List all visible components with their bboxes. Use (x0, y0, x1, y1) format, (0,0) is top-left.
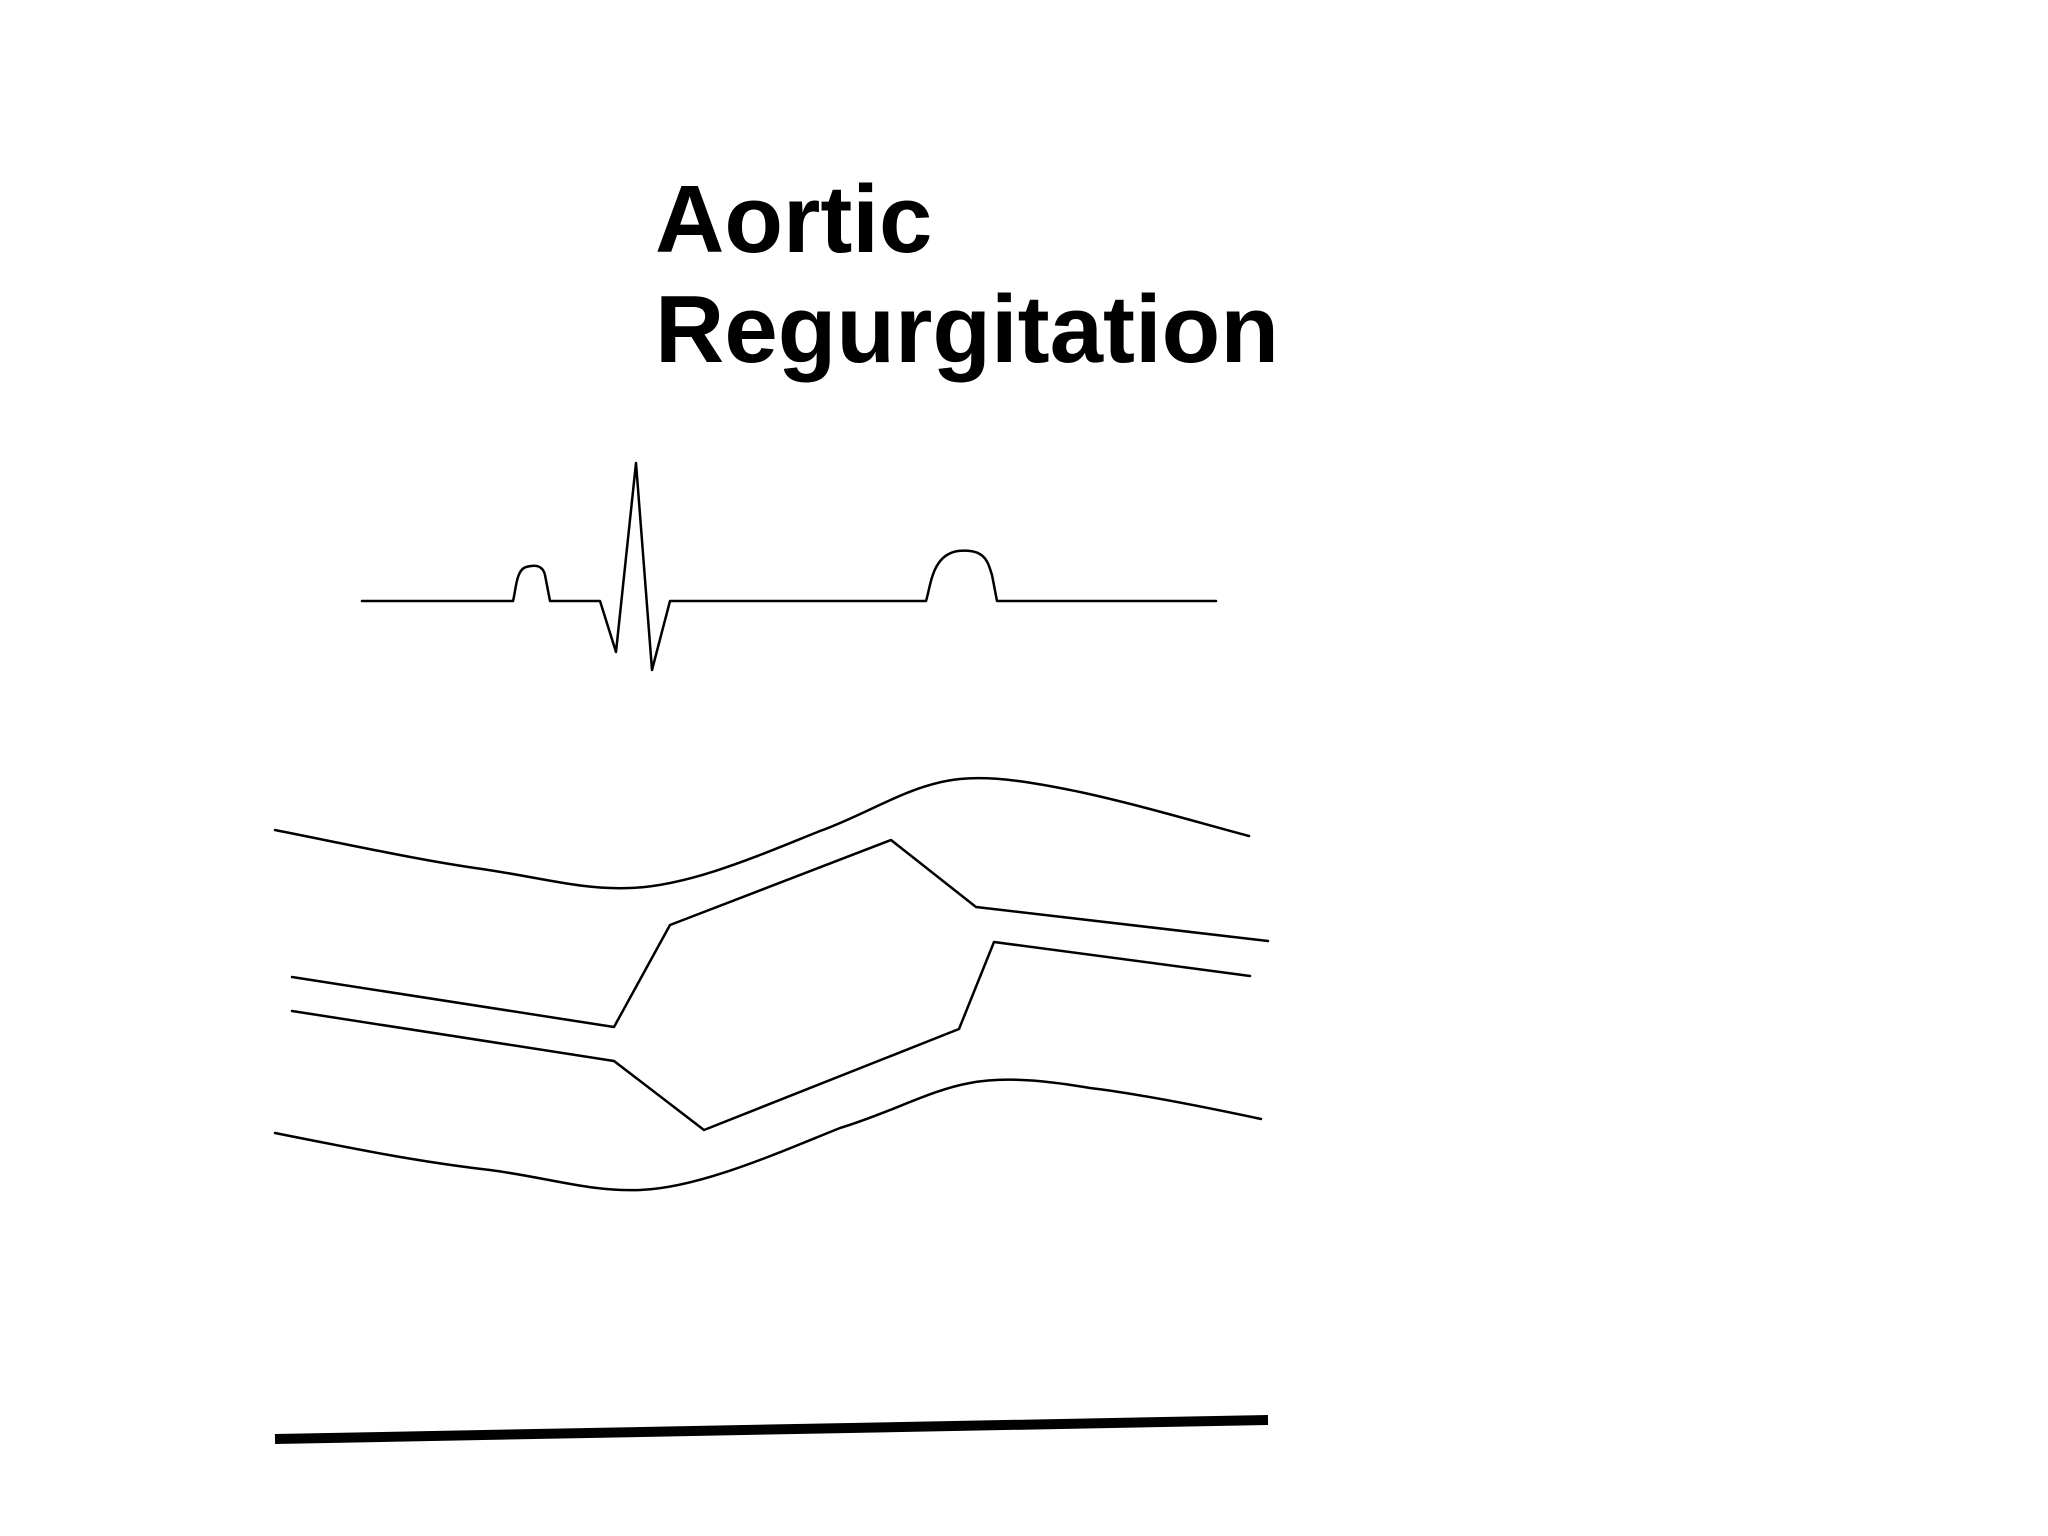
upper-leaflet-line (290, 838, 1270, 1029)
title-line-1: Aortic (655, 166, 933, 273)
lower-leaflet-line (290, 940, 1252, 1132)
lower-outer-contour (273, 1078, 1263, 1192)
title-line-2: Regurgitation (655, 276, 1279, 383)
upper-outer-contour (273, 776, 1251, 890)
ecg-trace (360, 461, 1218, 672)
slide-title: Aortic Regurgitation (655, 165, 1279, 385)
baseline-bar (274, 1415, 1269, 1444)
